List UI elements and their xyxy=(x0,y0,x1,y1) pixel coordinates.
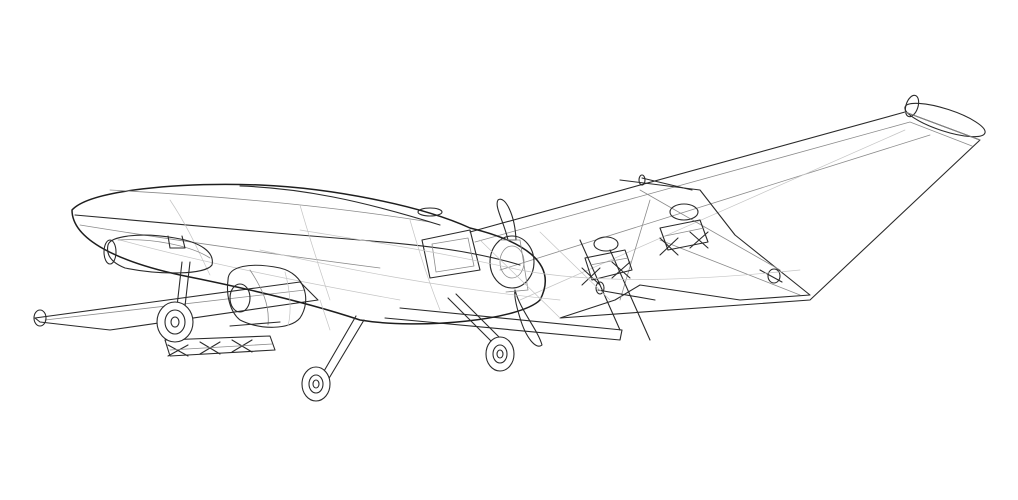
right-wing xyxy=(469,94,986,319)
left-wing-hardpoints xyxy=(164,321,281,357)
nose-pod xyxy=(103,234,213,274)
hidden-structure-lines xyxy=(259,229,801,331)
engine-nacelle xyxy=(226,264,307,328)
fuselage xyxy=(71,183,546,325)
propeller xyxy=(489,198,543,347)
landing-gear xyxy=(156,261,515,402)
tail-assembly xyxy=(384,174,811,341)
right-wing-hardpoints xyxy=(581,203,709,286)
